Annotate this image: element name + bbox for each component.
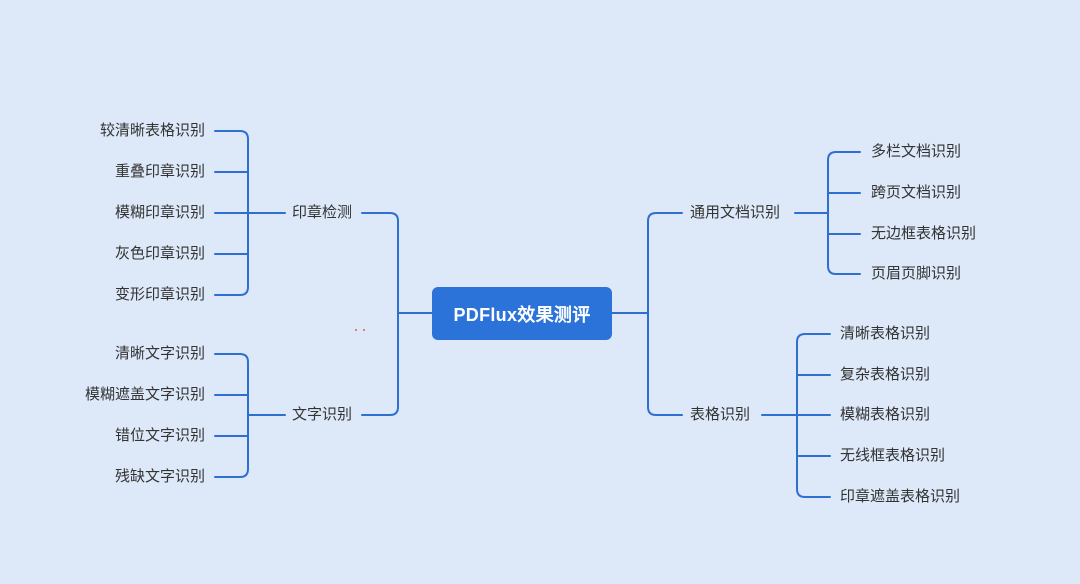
connector-left-trunk xyxy=(361,212,399,416)
leaf-node[interactable]: 页眉页脚识别 xyxy=(871,265,962,282)
leaf-node[interactable]: 无线框表格识别 xyxy=(840,447,946,464)
leaf-node[interactable]: 清晰表格识别 xyxy=(840,325,931,342)
leaf-node[interactable]: 变形印章识别 xyxy=(114,286,205,303)
leaf-node[interactable]: 重叠印章识别 xyxy=(114,163,205,180)
leaf-node[interactable]: 印章遮盖表格识别 xyxy=(840,488,961,505)
connector-right-trunk xyxy=(647,212,683,416)
root-node[interactable]: PDFlux效果测评 xyxy=(432,287,612,340)
branch-general-doc[interactable]: 通用文档识别 xyxy=(690,204,781,221)
leaf-node[interactable]: 模糊印章识别 xyxy=(114,204,205,221)
stray-dot xyxy=(363,329,365,331)
leaf-node[interactable]: 无边框表格识别 xyxy=(871,225,977,242)
branch-table-recognition[interactable]: 表格识别 xyxy=(690,406,751,423)
leaf-node[interactable]: 多栏文档识别 xyxy=(871,143,962,160)
leaf-node[interactable]: 模糊遮盖文字识别 xyxy=(84,386,205,403)
branch-seal-detection[interactable]: 印章检测 xyxy=(292,204,353,221)
leaf-node[interactable]: 较清晰表格识别 xyxy=(99,122,205,139)
root-title: PDFlux效果测评 xyxy=(453,304,591,325)
leaf-node[interactable]: 清晰文字识别 xyxy=(114,345,205,362)
leaf-node[interactable]: 残缺文字识别 xyxy=(114,468,205,485)
leaf-node[interactable]: 灰色印章识别 xyxy=(114,245,205,262)
branch-text-recognition[interactable]: 文字识别 xyxy=(292,406,353,423)
leaf-node[interactable]: 模糊表格识别 xyxy=(840,406,931,423)
leaf-node[interactable]: 错位文字识别 xyxy=(114,427,205,444)
leaf-node[interactable]: 跨页文档识别 xyxy=(871,184,962,201)
leaf-node[interactable]: 复杂表格识别 xyxy=(840,366,931,383)
bracket-general-doc xyxy=(827,151,861,275)
bracket-text-recognition xyxy=(214,353,249,478)
stray-dot xyxy=(355,329,357,331)
